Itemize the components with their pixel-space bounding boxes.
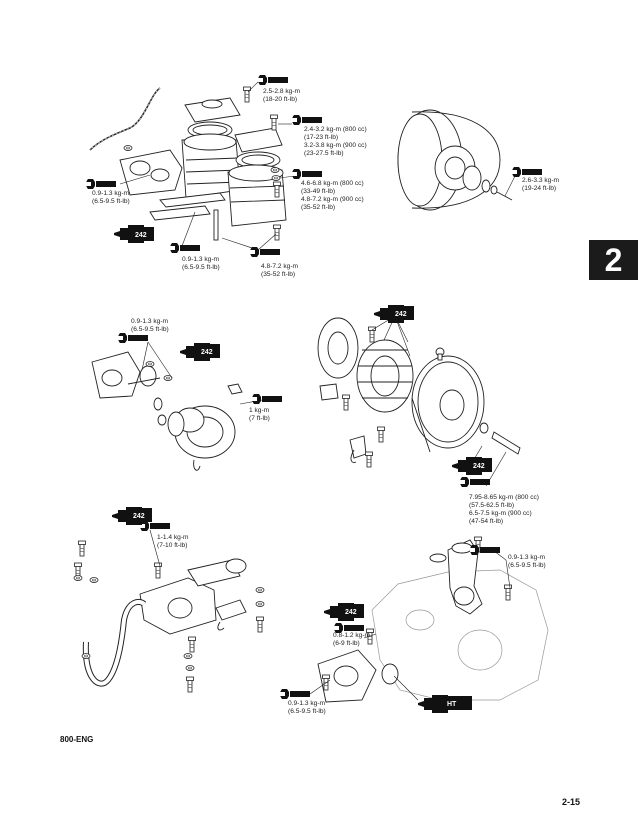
wrench-icon [470, 545, 500, 555]
pump-housing-torque: 0.9-1.3 kg-m(6.5-9.5 ft-lb) [508, 554, 546, 570]
head-nut-torque: 2.4-3.2 kg-m (800 cc)(17-23 ft-lb) 3.2-3… [304, 126, 367, 158]
stud-torque: 4.8-7.2 kg-m(35-52 ft-lb) [261, 263, 299, 279]
rave-bolt-torque: 1-1.4 kg-m(7-10 ft-lb) [157, 534, 189, 550]
rave-valve-assembly [82, 558, 247, 687]
drive-pulley [397, 109, 513, 211]
loctite-badge: 242 [112, 507, 152, 525]
svg-text:242: 242 [345, 609, 357, 616]
wrench-icon [280, 689, 310, 699]
wrench-icon [118, 333, 148, 343]
oil-pump-gear-torque: 1 kg-m(7 ft-lb) [249, 407, 270, 423]
magneto-assembly [317, 317, 521, 463]
pump-cover-torque: 0.9-1.3 kg-m(6.5-9.5 ft-lb) [288, 700, 326, 716]
impeller-torque: 0.8-1.2 kg-m(6-9 ft-lb) [333, 632, 371, 648]
wrench-icon [258, 75, 288, 85]
oil-pump-screw-torque: 0.9-1.3 kg-m(6.5-9.5 ft-lb) [131, 318, 169, 334]
wrench-icon [460, 477, 490, 487]
wrench-icon [292, 115, 322, 125]
svg-text:242: 242 [473, 463, 485, 470]
wrench-icon [252, 394, 282, 404]
svg-text:242: 242 [201, 349, 213, 356]
wrench-icon [512, 167, 542, 177]
wrench-icon [250, 247, 280, 257]
wrench-icon [86, 179, 116, 189]
loctite-badge: 242 [114, 225, 154, 243]
svg-text:242: 242 [133, 513, 145, 520]
head-bolt-torque: 2.5-2.8 kg-m(18-20 ft-lb) [263, 88, 301, 104]
oil-pump [91, 351, 243, 471]
svg-text:HT: HT [447, 701, 457, 708]
wrench-icon [170, 243, 200, 253]
svg-text:242: 242 [135, 232, 147, 239]
cylinder-nut-torque: 4.6-6.8 kg-m (800 cc)(33-49 ft-lb) 4.8-7… [301, 180, 364, 212]
loctite-badge: 242 [324, 603, 364, 621]
svg-text:242: 242 [395, 311, 407, 318]
wrench-icon [292, 169, 322, 179]
page-number: 2-15 [562, 797, 581, 807]
section-tab: 2 [589, 240, 638, 280]
water-pump-assembly [317, 539, 549, 703]
clutch-bolt-torque: 2.6-3.3 kg-m(19-24 ft-lb) [522, 177, 560, 193]
flywheel-nut-torque: 7.95-8.65 kg-m (800 cc)(57.5-62.5 ft-lb)… [469, 494, 539, 526]
loctite-badge: 242 [374, 305, 414, 323]
wrench-icon [140, 521, 170, 531]
cylinder-assembly [89, 87, 287, 241]
loctite-badge: 242 [180, 343, 220, 361]
loctite-badge: 242 [452, 457, 492, 475]
document-code: 800-ENG [60, 735, 94, 744]
high-temp-badge: HT [418, 695, 472, 713]
exhaust-bolt-torque: 0.9-1.3 kg-m(6.5-9.5 ft-lb) [92, 190, 130, 206]
manifold-bolt-torque: 0.9-1.3 kg-m(6.5-9.5 ft-lb) [182, 256, 220, 272]
